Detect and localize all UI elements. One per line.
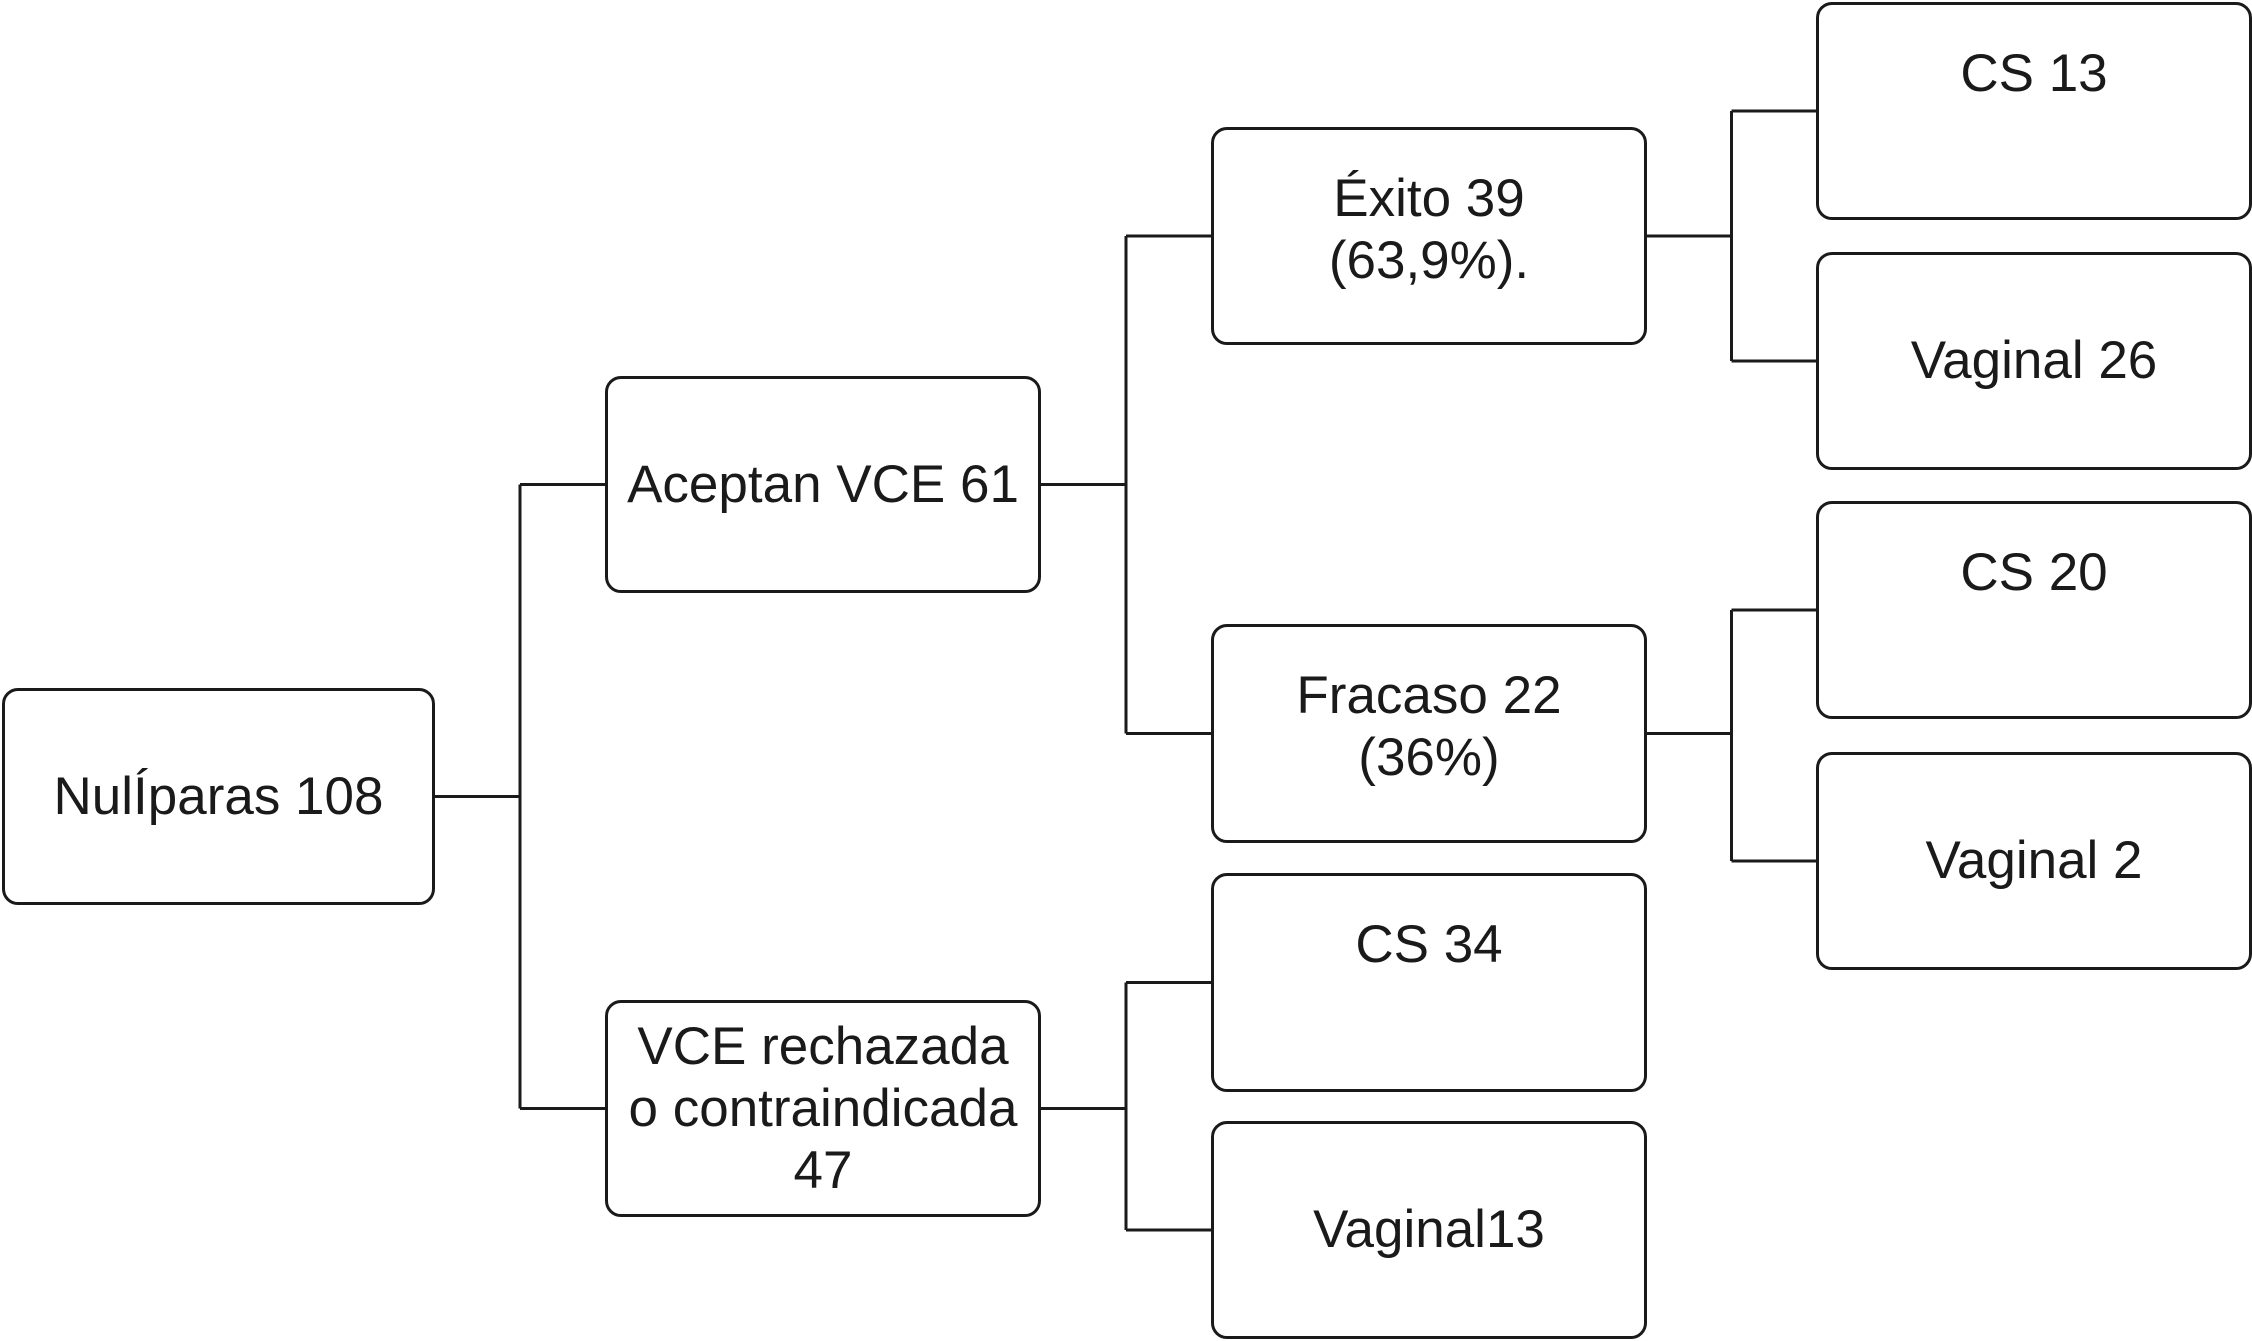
node-cs-20-text: CS 20 — [1960, 543, 2108, 602]
node-vce-rechazada-line1: VCE rechazada — [637, 1016, 1009, 1076]
node-vce-rechazada-line3: 47 — [793, 1140, 853, 1200]
node-vaginal-13: Vaginal13 — [1211, 1121, 1647, 1339]
node-cs-34: CS 34 — [1211, 873, 1647, 1092]
node-exito-line2: (63,9%). — [1328, 231, 1530, 290]
node-vce-rechazada: VCE rechazada o contraindicada 47 — [605, 1000, 1041, 1217]
node-vaginal-2-text: Vaginal 2 — [1925, 831, 2143, 890]
node-vaginal-26-text: Vaginal 26 — [1910, 331, 2158, 390]
node-aceptan-vce: Aceptan VCE 61 — [605, 376, 1041, 593]
node-cs-13: CS 13 — [1816, 2, 2252, 220]
node-cs-20: CS 20 — [1816, 501, 2252, 719]
node-nuliparas: NulÍparas 108 — [2, 688, 435, 905]
node-vaginal-26: Vaginal 26 — [1816, 252, 2252, 470]
node-exito: Éxito 39 (63,9%). — [1211, 127, 1647, 345]
node-cs-13-text: CS 13 — [1960, 44, 2108, 103]
node-vce-rechazada-line2: o contraindicada — [628, 1078, 1018, 1138]
node-fracaso-line1: Fracaso 22 — [1296, 666, 1562, 725]
node-cs-34-text: CS 34 — [1355, 915, 1503, 974]
node-vaginal-2: Vaginal 2 — [1816, 752, 2252, 970]
node-aceptan-vce-text: Aceptan VCE 61 — [627, 454, 1019, 514]
node-fracaso: Fracaso 22 (36%) — [1211, 624, 1647, 843]
node-nuliparas-text: NulÍparas 108 — [53, 766, 384, 826]
node-fracaso-line2: (36%) — [1358, 728, 1500, 787]
node-exito-line1: Éxito 39 — [1333, 169, 1525, 228]
node-vaginal-13-text: Vaginal13 — [1313, 1200, 1545, 1259]
